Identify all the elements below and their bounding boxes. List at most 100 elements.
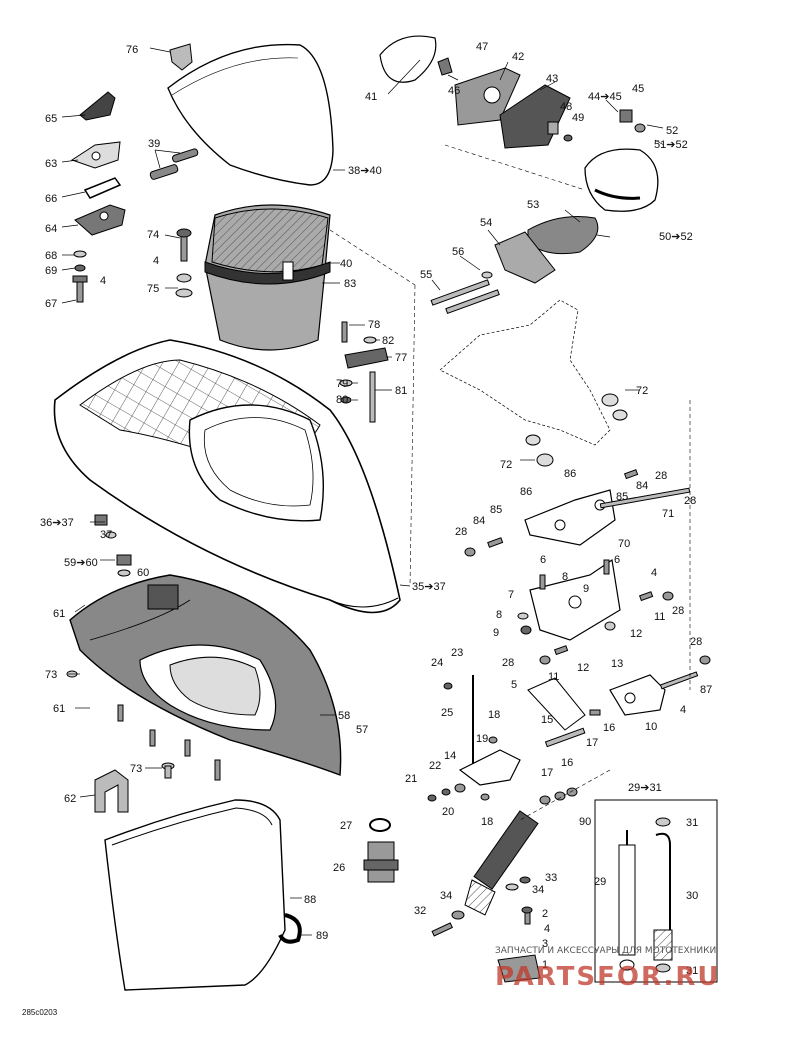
- callout-c87: 87: [700, 684, 712, 696]
- callout-c34b: 34: [532, 884, 544, 896]
- callout-c28b: 28: [684, 495, 696, 507]
- callout-c57: 57: [356, 724, 368, 736]
- pad-1-part: [497, 954, 541, 983]
- callout-c11b: 11: [548, 671, 559, 683]
- callout-c77: 77: [395, 352, 407, 364]
- callout-c21: 21: [405, 773, 417, 785]
- callout-c55: 55: [420, 269, 432, 281]
- callout-c31b: 31: [686, 965, 698, 977]
- callout-c4a: 4: [100, 275, 106, 287]
- cylinder-90-part: [473, 810, 539, 890]
- callout-c16: 16: [603, 722, 615, 734]
- callout-c18a: 18: [488, 709, 500, 721]
- frame-outline: [439, 299, 611, 446]
- callout-c28e: 28: [502, 657, 514, 669]
- bracket-64-part: [74, 204, 126, 236]
- lever-10-part: [609, 674, 666, 716]
- callout-c49: 49: [572, 112, 584, 124]
- callout-c79: 79: [336, 378, 348, 390]
- callout-c90: 90: [579, 816, 591, 828]
- callout-c47: 47: [476, 41, 488, 53]
- callout-c12a: 12: [630, 628, 642, 640]
- callout-c62: 62: [64, 793, 76, 805]
- callout-c73b: 73: [130, 763, 142, 775]
- cover-50-part: [584, 148, 659, 212]
- callout-c29: 29: [594, 876, 606, 888]
- callout-c26: 26: [333, 862, 345, 874]
- callout-c14: 14: [444, 750, 456, 762]
- callout-c17a: 17: [586, 737, 598, 749]
- watermark-caption: ЗАПЧАСТИ И АКСЕССУАРЫ ДЛЯ МОТОТЕХНИКИ: [495, 946, 716, 956]
- spring-30-part: [655, 832, 671, 930]
- dashed-lines: [329, 144, 691, 821]
- callout-c65: 65: [45, 113, 57, 125]
- callout-c28a: 28: [655, 470, 667, 482]
- bolt-74-part: [180, 234, 188, 262]
- callout-c70: 70: [618, 538, 630, 550]
- callout-c85b: 85: [490, 504, 502, 516]
- callout-c23: 23: [451, 647, 463, 659]
- callout-c40: 40: [340, 258, 352, 270]
- callout-c6b: 6: [614, 554, 620, 566]
- gasket-66-part: [83, 177, 122, 199]
- callout-c24: 24: [431, 657, 443, 669]
- callout-c4b: 4: [153, 255, 159, 267]
- callout-c18b: 18: [481, 816, 493, 828]
- callout-c2931: 29➔31: [628, 782, 662, 794]
- callout-c3537: 35➔37: [412, 581, 446, 593]
- callout-c81: 81: [395, 385, 407, 397]
- callout-c80: 80: [336, 394, 348, 406]
- callout-c74: 74: [147, 229, 159, 241]
- callout-c25: 25: [441, 707, 453, 719]
- callout-c5052: 50➔52: [659, 231, 693, 243]
- callout-c22: 22: [429, 760, 441, 772]
- callout-c11a: 11: [654, 611, 665, 623]
- callout-c84b: 84: [473, 515, 485, 527]
- callout-c41: 41: [365, 91, 377, 103]
- callout-c20: 20: [442, 806, 454, 818]
- callout-c73a: 73: [45, 669, 57, 681]
- callout-c46: 46: [448, 85, 460, 97]
- callout-c34a: 34: [440, 890, 452, 902]
- callout-c8b: 8: [496, 609, 502, 621]
- callout-c52: 52: [666, 125, 678, 137]
- bracket-76-part: [169, 43, 193, 71]
- callout-c84a: 84: [636, 480, 648, 492]
- callout-c78: 78: [368, 319, 380, 331]
- callout-c4c: 4: [651, 567, 657, 579]
- callout-c15: 15: [541, 714, 553, 726]
- callout-c38: 38➔40: [348, 165, 382, 177]
- callout-c68: 68: [45, 250, 57, 262]
- callout-c69: 69: [45, 265, 57, 277]
- callout-c28f: 28: [690, 636, 702, 648]
- callout-c76: 76: [126, 44, 138, 56]
- callout-c82: 82: [382, 335, 394, 347]
- handle-62-part: [94, 769, 129, 813]
- callout-c8a: 8: [562, 571, 568, 583]
- callout-c56: 56: [452, 246, 464, 258]
- callout-c63: 63: [45, 158, 57, 170]
- bracket-14-part: [458, 749, 521, 786]
- callout-c53: 53: [527, 199, 539, 211]
- callout-c27: 27: [340, 820, 352, 832]
- callout-c85a: 85: [616, 491, 628, 503]
- callout-c33: 33: [545, 872, 557, 884]
- callout-c9a: 9: [583, 583, 589, 595]
- callout-c32: 32: [414, 905, 426, 917]
- callout-c13: 13: [611, 658, 623, 670]
- clamp-27-part: [369, 818, 391, 832]
- callout-c66: 66: [45, 193, 57, 205]
- callout-c72a: 72: [636, 385, 648, 397]
- hinge-77-part: [344, 347, 389, 369]
- callout-c83: 83: [344, 278, 356, 290]
- watermark-brand: PARTSFOR.RU: [495, 962, 720, 992]
- callout-c16b: 16: [561, 757, 573, 769]
- callout-c86b: 86: [520, 486, 532, 498]
- spring-29-part: [618, 844, 636, 956]
- callout-c5: 5: [511, 679, 517, 691]
- callout-c75: 75: [147, 283, 159, 295]
- callout-c88: 88: [304, 894, 316, 906]
- windshield-part: [167, 43, 334, 186]
- callout-c45: 45: [632, 83, 644, 95]
